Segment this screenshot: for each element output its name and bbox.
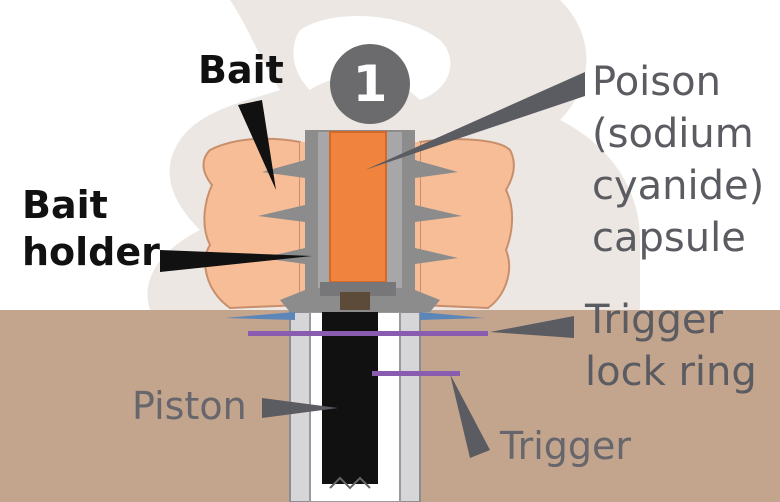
label-bait-holder-line2: holder <box>22 230 160 274</box>
leader-bait-holder <box>160 250 312 272</box>
holder-spikes <box>258 160 462 264</box>
soil-flange <box>225 312 485 320</box>
piston <box>322 312 378 484</box>
label-bait: Bait <box>198 48 284 92</box>
poison-capsule <box>329 131 387 283</box>
leader-trigger <box>450 374 490 458</box>
spring <box>329 476 371 490</box>
label-lock-ring-line2: lock ring <box>585 349 757 395</box>
piston-head <box>340 292 370 310</box>
label-trigger: Trigger <box>500 424 632 468</box>
leader-lock-ring <box>490 316 574 338</box>
label-lock-ring-line1: Trigger <box>585 297 723 343</box>
label-bait-holder-line1: Bait <box>22 183 108 227</box>
trigger-lock-ring <box>248 331 488 336</box>
bait <box>202 137 515 310</box>
trigger <box>372 371 460 376</box>
label-poison-line1: Poison <box>592 59 721 105</box>
label-piston: Piston <box>132 384 247 428</box>
leader-bait <box>238 100 276 190</box>
leader-poison <box>365 72 585 170</box>
label-poison-line4: capsule <box>592 215 746 261</box>
label-poison-line2: (sodium <box>592 111 754 157</box>
capsule-base <box>320 282 396 296</box>
step-number-badge: 1 <box>330 44 410 124</box>
leader-piston <box>262 398 338 418</box>
label-poison-line3: cyanide) <box>592 163 765 209</box>
